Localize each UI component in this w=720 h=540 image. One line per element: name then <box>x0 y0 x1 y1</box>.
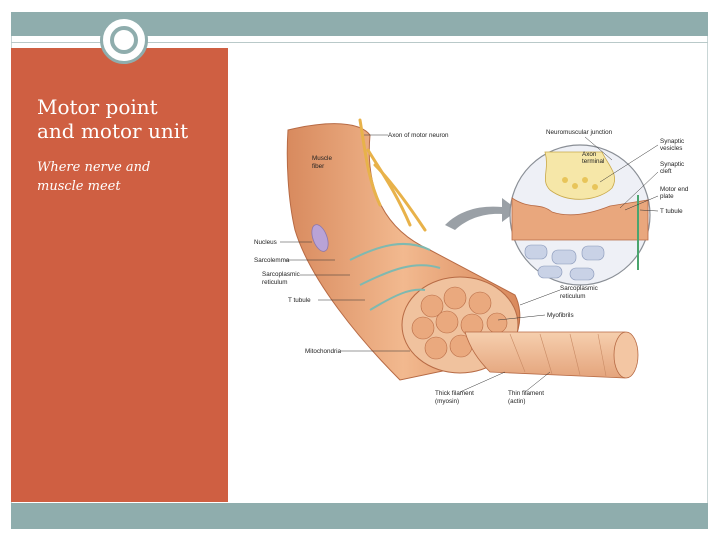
circle-ornament <box>100 16 148 64</box>
label-muscle-fiber-line-2: fiber <box>312 163 324 170</box>
label-mitochondria: Mitochondria <box>305 348 342 355</box>
synaptic-vesicle-dots <box>562 177 598 190</box>
label-neuromuscular-junction: Neuromuscular junction <box>546 129 613 136</box>
label-myofibrils: Myofibrils <box>547 312 574 319</box>
slide-subtitle-line-2: muscle meet <box>37 179 121 194</box>
sarcomere-lines <box>509 333 607 377</box>
myofibril-strand <box>464 331 636 379</box>
label-t-tubule-right: T tubule <box>660 208 683 215</box>
label-synaptic-vesicles-line-1: Synaptic <box>660 138 684 145</box>
inset-reticulum <box>524 244 605 281</box>
slide-title: Motor point and motor unit <box>37 95 222 143</box>
label-synaptic-vesicles-line-2: vesicles <box>660 145 682 152</box>
label-thick-filament-line-2: (myosin) <box>435 398 459 405</box>
top-divider <box>11 42 708 43</box>
label-nucleus: Nucleus <box>254 239 277 246</box>
slide-title-line-1: Motor point <box>37 95 158 119</box>
label-sarcoplasmic-reticulum-right-line-1: Sarcoplasmic <box>560 285 598 292</box>
muscle-fiber-diagram: Axon of motor neuron Neuromuscular junct… <box>254 118 689 405</box>
label-muscle-fiber-line-1: Muscle <box>312 155 332 162</box>
label-synaptic-cleft-line-1: Synaptic <box>660 161 684 168</box>
label-t-tubule-left: T tubule <box>288 297 311 304</box>
axon-shape <box>358 118 427 232</box>
label-thin-filament-line-2: (actin) <box>508 398 526 405</box>
label-axon-terminal-line-2: terminal <box>582 158 604 165</box>
myofibril-bundles <box>411 286 508 360</box>
label-sarcoplasmic-reticulum-right-line-2: reticulum <box>560 293 586 300</box>
label-sarcolemma: Sarcolemma <box>254 257 290 264</box>
zoom-arrow <box>445 198 518 230</box>
nucleus-shape <box>311 224 329 252</box>
bottom-band <box>11 503 708 529</box>
label-thin-filament-line-1: Thin filament <box>508 390 544 397</box>
label-synaptic-cleft-line-2: cleft <box>660 168 672 175</box>
label-axon-terminal-line-1: Axon <box>582 151 597 158</box>
label-motor-end-plate-line-2: plate <box>660 193 674 200</box>
label-axon-of-motor-neuron: Axon of motor neuron <box>388 132 449 139</box>
side-panel <box>11 48 228 502</box>
reticulum-bands <box>349 243 441 311</box>
slide-subtitle-line-1: Where nerve and <box>37 160 151 175</box>
label-motor-end-plate-line-1: Motor end <box>660 186 689 193</box>
circle-ornament-inner <box>110 26 138 54</box>
slide-title-line-2: and motor unit <box>37 119 189 143</box>
slide-subtitle: Where nerve and muscle meet <box>37 158 187 196</box>
label-sarcoplasmic-reticulum-left-line-1: Sarcoplasmic <box>262 271 300 278</box>
label-thick-filament-line-1: Thick filament <box>435 390 474 397</box>
myofibril-end <box>613 331 639 379</box>
label-sarcoplasmic-reticulum-left-line-2: reticulum <box>262 279 288 286</box>
motor-end-plate-shape <box>511 197 649 241</box>
leader-lines <box>280 134 659 393</box>
